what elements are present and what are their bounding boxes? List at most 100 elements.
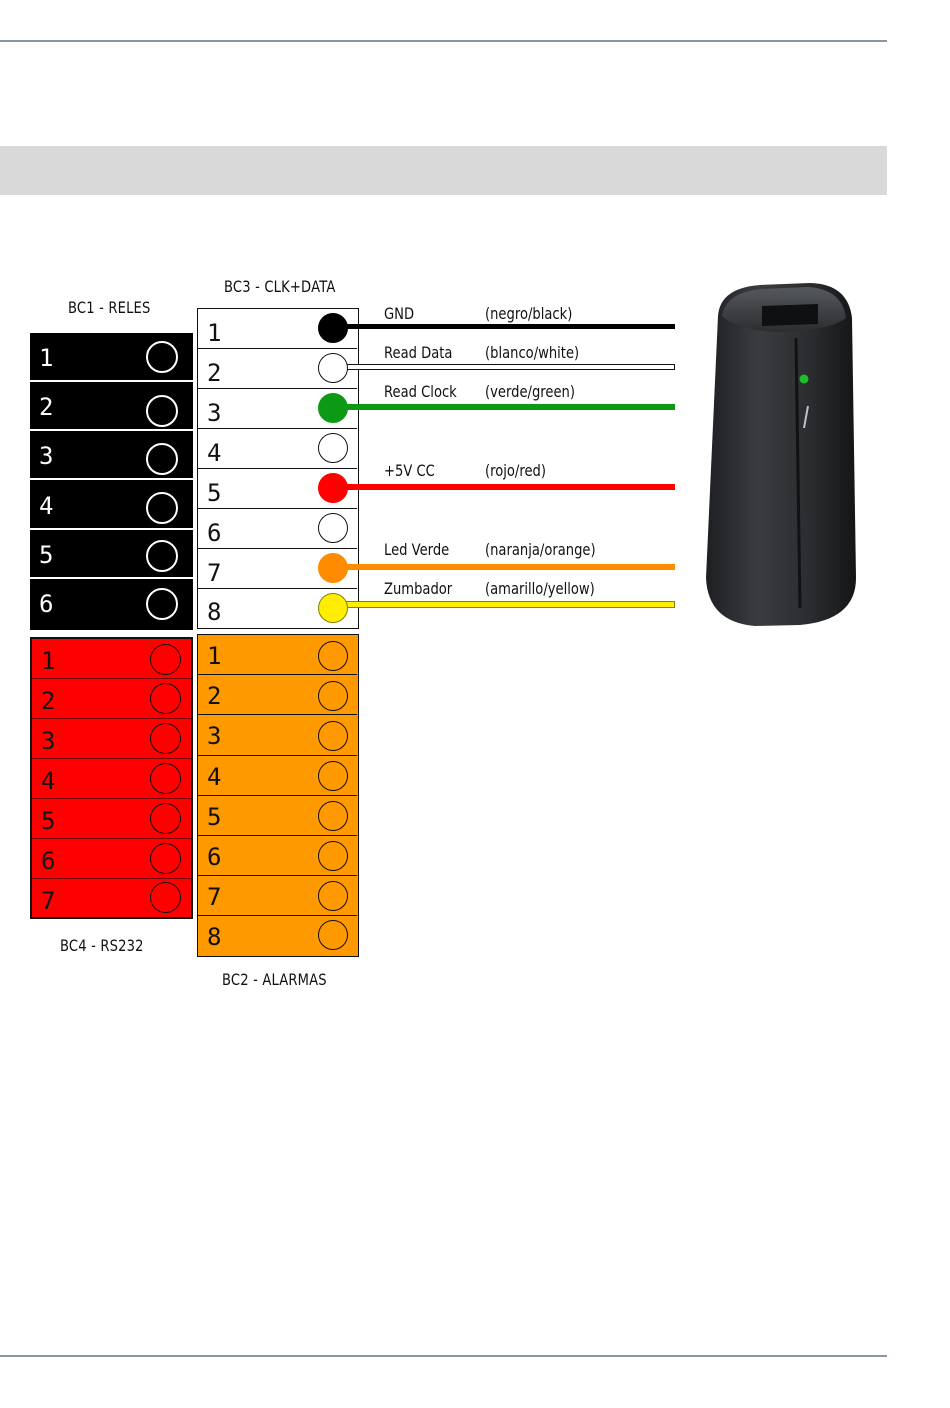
pin-number: 3	[41, 729, 55, 753]
terminal-row: 2	[32, 679, 191, 719]
terminal-row: 1	[30, 333, 193, 382]
bc1-title: BC1 - RELES	[68, 298, 150, 317]
terminal-row: 5	[32, 799, 191, 839]
wire-signal-label: Zumbador	[384, 579, 452, 598]
screw-terminal-icon	[318, 841, 348, 871]
bc4-terminal-block: 1 2 3 4 5 6 7	[30, 637, 193, 919]
terminal-row: 6	[30, 579, 193, 630]
bc3-title: BC3 - CLK+DATA	[224, 277, 336, 296]
terminal-row: 5	[30, 530, 193, 579]
screw-terminal-icon	[146, 492, 178, 524]
bc2-terminal-block: 1 2 3 4 5 6 7 8	[197, 634, 359, 957]
pin-number: 1	[41, 649, 55, 673]
pin-number: 3	[207, 724, 221, 748]
screw-terminal-icon	[318, 801, 348, 831]
pin-number: 8	[207, 600, 221, 624]
bottom-rule	[0, 1355, 887, 1357]
connection-dot-icon	[318, 593, 348, 623]
pin-number: 7	[207, 561, 221, 585]
bc1-terminal-block: 1 2 3 4 5 6	[30, 333, 193, 630]
terminal-row: 7	[198, 876, 357, 916]
terminal-row: 2	[198, 675, 357, 715]
pin-number: 5	[207, 481, 221, 505]
pin-number: 6	[41, 849, 55, 873]
wire-color-label: (naranja/orange)	[485, 540, 596, 559]
wire-zumbador	[332, 601, 675, 608]
screw-terminal-icon	[150, 683, 181, 714]
connection-dot-icon	[318, 553, 348, 583]
pin-number: 7	[41, 889, 55, 913]
connection-dot-icon	[318, 353, 348, 383]
screw-terminal-icon	[318, 920, 348, 950]
connection-dot-icon	[318, 473, 348, 503]
terminal-row: 3	[32, 719, 191, 759]
wire-read-data	[332, 364, 675, 370]
connection-dot-icon	[318, 393, 348, 423]
pin-number: 1	[207, 644, 221, 668]
screw-terminal-icon	[150, 882, 181, 913]
screw-terminal-icon	[146, 395, 178, 427]
wire-color-label: (blanco/white)	[485, 343, 579, 362]
wire-led-verde	[332, 564, 675, 570]
pin-number: 8	[207, 925, 221, 949]
wire-signal-label: GND	[384, 304, 414, 323]
pin-number: 2	[207, 684, 221, 708]
screw-terminal-icon	[318, 513, 348, 543]
terminal-row: 6	[198, 836, 357, 876]
terminal-row: 2	[30, 382, 193, 431]
wire-signal-label: Led Verde	[384, 540, 449, 559]
wire-signal-label: +5V CC	[384, 461, 435, 480]
screw-terminal-icon	[146, 341, 178, 373]
screw-terminal-icon	[318, 721, 348, 751]
screw-terminal-icon	[318, 433, 348, 463]
terminal-row: 7	[32, 879, 191, 917]
screw-terminal-icon	[318, 761, 348, 791]
card-reader-icon	[700, 278, 865, 637]
pin-number: 3	[207, 401, 221, 425]
terminal-row: 8	[198, 916, 357, 955]
terminal-row: 3	[30, 431, 193, 480]
terminal-row: 3	[198, 715, 357, 756]
card-reader-shape	[700, 278, 865, 633]
screw-terminal-icon	[318, 681, 348, 711]
wire-color-label: (amarillo/yellow)	[485, 579, 595, 598]
wire-5v	[332, 484, 675, 490]
pin-number: 7	[207, 885, 221, 909]
pin-number: 5	[39, 543, 53, 567]
pin-number: 1	[207, 321, 221, 345]
pin-number: 4	[41, 769, 55, 793]
pin-number: 4	[207, 441, 221, 465]
wire-color-label: (negro/black)	[485, 304, 572, 323]
screw-terminal-icon	[150, 843, 181, 874]
terminal-row: 4	[30, 480, 193, 530]
wire-signal-label: Read Data	[384, 343, 452, 362]
pin-number: 1	[39, 346, 53, 370]
connection-dot-icon	[318, 313, 348, 343]
screw-terminal-icon	[150, 763, 181, 794]
screw-terminal-icon	[150, 803, 181, 834]
header-band	[0, 146, 887, 195]
wire-color-label: (verde/green)	[485, 382, 575, 401]
screw-terminal-icon	[150, 723, 181, 754]
terminal-row: 4	[32, 759, 191, 799]
wire-signal-label: Read Clock	[384, 382, 457, 401]
pin-number: 4	[207, 765, 221, 789]
pin-number: 4	[39, 494, 53, 518]
terminal-row: 1	[32, 639, 191, 679]
pin-number: 5	[207, 805, 221, 829]
terminal-row: 5	[198, 796, 357, 836]
top-rule	[0, 40, 887, 42]
pin-number: 5	[41, 809, 55, 833]
terminal-row: 1	[198, 635, 357, 675]
screw-terminal-icon	[318, 641, 348, 671]
wire-read-clock	[332, 404, 675, 410]
pin-number: 6	[39, 592, 53, 616]
screw-terminal-icon	[318, 881, 348, 911]
terminal-row: 4	[198, 756, 357, 796]
bc2-title: BC2 - ALARMAS	[222, 970, 327, 989]
pin-number: 2	[207, 361, 221, 385]
pin-number: 3	[39, 444, 53, 468]
bc4-title: BC4 - RS232	[60, 936, 144, 955]
pin-number: 2	[41, 689, 55, 713]
pin-number: 6	[207, 845, 221, 869]
